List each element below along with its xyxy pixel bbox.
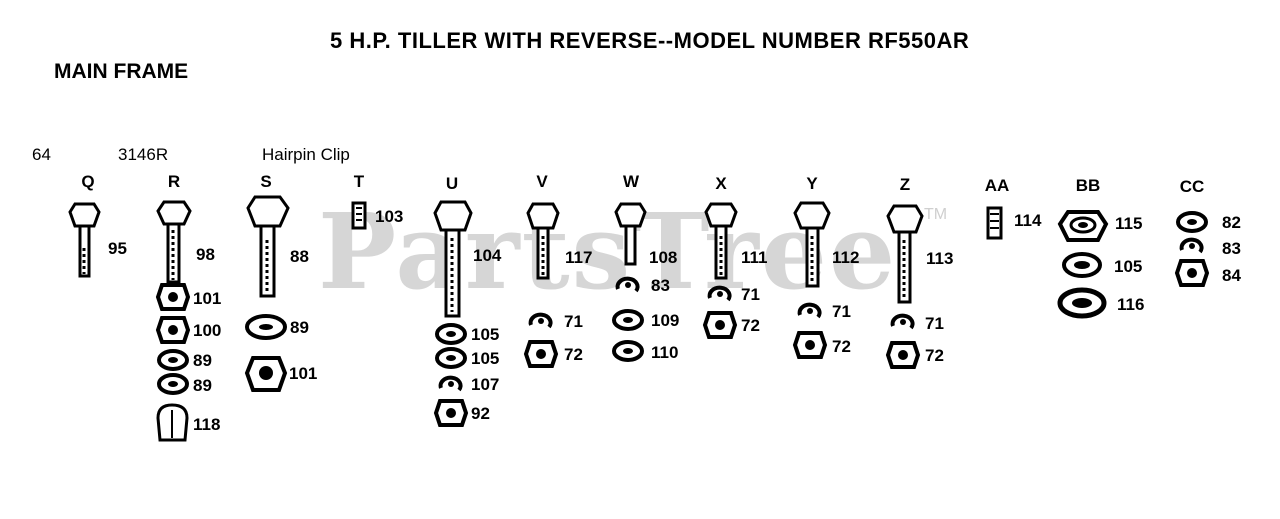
nut-r1 bbox=[156, 283, 190, 311]
ref-x-bolt: 111 bbox=[741, 248, 768, 267]
ref-w-bolt: 108 bbox=[649, 248, 678, 267]
washer-w2 bbox=[612, 309, 644, 331]
ref-v2: 72 bbox=[564, 345, 583, 364]
washer-u1 bbox=[435, 323, 467, 345]
ref-bb2: 105 bbox=[1114, 257, 1143, 276]
nut-y2 bbox=[793, 331, 827, 359]
ref-z1: 71 bbox=[925, 314, 944, 333]
note-q: 64 bbox=[32, 145, 51, 164]
ref-y-bolt: 112 bbox=[832, 248, 860, 267]
ref-r3: 89 bbox=[193, 351, 212, 370]
ref-cc1: 82 bbox=[1222, 213, 1241, 232]
ref-y2: 72 bbox=[832, 337, 851, 356]
ref-z-bolt: 113 bbox=[926, 249, 954, 268]
nut-v2 bbox=[524, 340, 558, 368]
column-s: S bbox=[260, 172, 272, 191]
diagram-title: 5 H.P. TILLER WITH REVERSE--MODEL NUMBER… bbox=[330, 28, 970, 53]
ref-aa-stud: 114 bbox=[1014, 211, 1042, 230]
section-title: MAIN FRAME bbox=[54, 60, 189, 83]
washer-bb2 bbox=[1062, 252, 1102, 278]
ref-w2: 109 bbox=[651, 311, 680, 330]
ref-y1: 71 bbox=[832, 302, 851, 321]
ref-r-bolt: 98 bbox=[196, 245, 215, 264]
ref-r2: 100 bbox=[193, 321, 222, 340]
lock-washer-y1 bbox=[797, 302, 822, 319]
bolt-z bbox=[886, 204, 924, 304]
column-aa: AA bbox=[984, 176, 1010, 195]
bolt-u bbox=[433, 200, 473, 318]
ref-u-bolt: 104 bbox=[473, 246, 502, 265]
ref-r4: 89 bbox=[193, 376, 212, 395]
ref-u3: 107 bbox=[471, 375, 500, 394]
washer-r4 bbox=[157, 373, 189, 395]
note-s: Hairpin Clip bbox=[262, 145, 350, 164]
ref-cc2: 83 bbox=[1222, 239, 1241, 258]
column-bb: BB bbox=[1075, 176, 1101, 195]
ref-w1: 83 bbox=[651, 276, 670, 295]
bolt-w bbox=[614, 202, 647, 266]
ref-r5: 118 bbox=[193, 415, 221, 434]
column-z: Z bbox=[899, 175, 911, 194]
washer-bb3 bbox=[1057, 287, 1107, 319]
ref-x1: 71 bbox=[741, 285, 760, 304]
lock-washer-z1 bbox=[890, 313, 915, 330]
ref-t-pin: 103 bbox=[375, 207, 404, 226]
lock-washer-v1 bbox=[528, 312, 553, 329]
washer-cc1 bbox=[1176, 211, 1208, 233]
bolt-r bbox=[156, 200, 192, 284]
nut-u4 bbox=[434, 399, 468, 427]
bolt-v bbox=[526, 202, 560, 280]
lock-washer-w1 bbox=[615, 276, 640, 293]
ref-s-bolt: 88 bbox=[290, 247, 309, 266]
pin-t bbox=[351, 201, 367, 230]
nut-z2 bbox=[886, 341, 920, 369]
column-w: W bbox=[622, 172, 640, 191]
bolt-s bbox=[246, 195, 290, 298]
ref-z2: 72 bbox=[925, 346, 944, 365]
washer-s1 bbox=[245, 314, 287, 340]
ref-bb1: 115 bbox=[1115, 214, 1143, 233]
ref-cc3: 84 bbox=[1222, 266, 1241, 285]
ref-w3: 110 bbox=[651, 343, 679, 362]
ref-s1: 89 bbox=[290, 318, 309, 337]
nut-cc3 bbox=[1175, 259, 1209, 287]
bolt-x bbox=[704, 202, 738, 280]
ref-u4: 92 bbox=[471, 404, 490, 423]
column-cc: CC bbox=[1179, 177, 1205, 196]
lock-washer-u3 bbox=[438, 375, 463, 392]
bolt-q bbox=[68, 202, 101, 278]
nut-x2 bbox=[703, 311, 737, 339]
bolt-y bbox=[793, 201, 831, 288]
lock-washer-cc2 bbox=[1179, 237, 1204, 254]
lock-washer-x1 bbox=[707, 285, 732, 302]
column-y: Y bbox=[806, 174, 818, 193]
washer-w3 bbox=[612, 340, 644, 362]
column-v: V bbox=[536, 172, 548, 191]
stud-aa bbox=[986, 206, 1003, 240]
nut-r2 bbox=[156, 316, 190, 344]
ref-u1: 105 bbox=[471, 325, 500, 344]
ref-bb3: 116 bbox=[1117, 295, 1145, 314]
washer-r3 bbox=[157, 349, 189, 371]
nut-bb1 bbox=[1057, 210, 1109, 242]
washer-u2 bbox=[435, 347, 467, 369]
trademark-mark: TM bbox=[924, 206, 948, 223]
column-x: X bbox=[715, 174, 727, 193]
ref-q-bolt: 95 bbox=[108, 239, 127, 258]
nut-s2 bbox=[244, 356, 288, 392]
column-t: T bbox=[353, 172, 365, 191]
ref-x2: 72 bbox=[741, 316, 760, 335]
ref-u2: 105 bbox=[471, 349, 500, 368]
ref-s2: 101 bbox=[289, 364, 318, 383]
column-u: U bbox=[445, 174, 459, 193]
ref-r1: 101 bbox=[193, 289, 222, 308]
note-r: 3146R bbox=[118, 145, 169, 164]
cap-nut-r5 bbox=[156, 403, 189, 442]
ref-v1: 71 bbox=[564, 312, 583, 331]
column-r: R bbox=[167, 172, 181, 191]
ref-v-bolt: 117 bbox=[565, 248, 593, 267]
column-q: Q bbox=[81, 172, 95, 191]
